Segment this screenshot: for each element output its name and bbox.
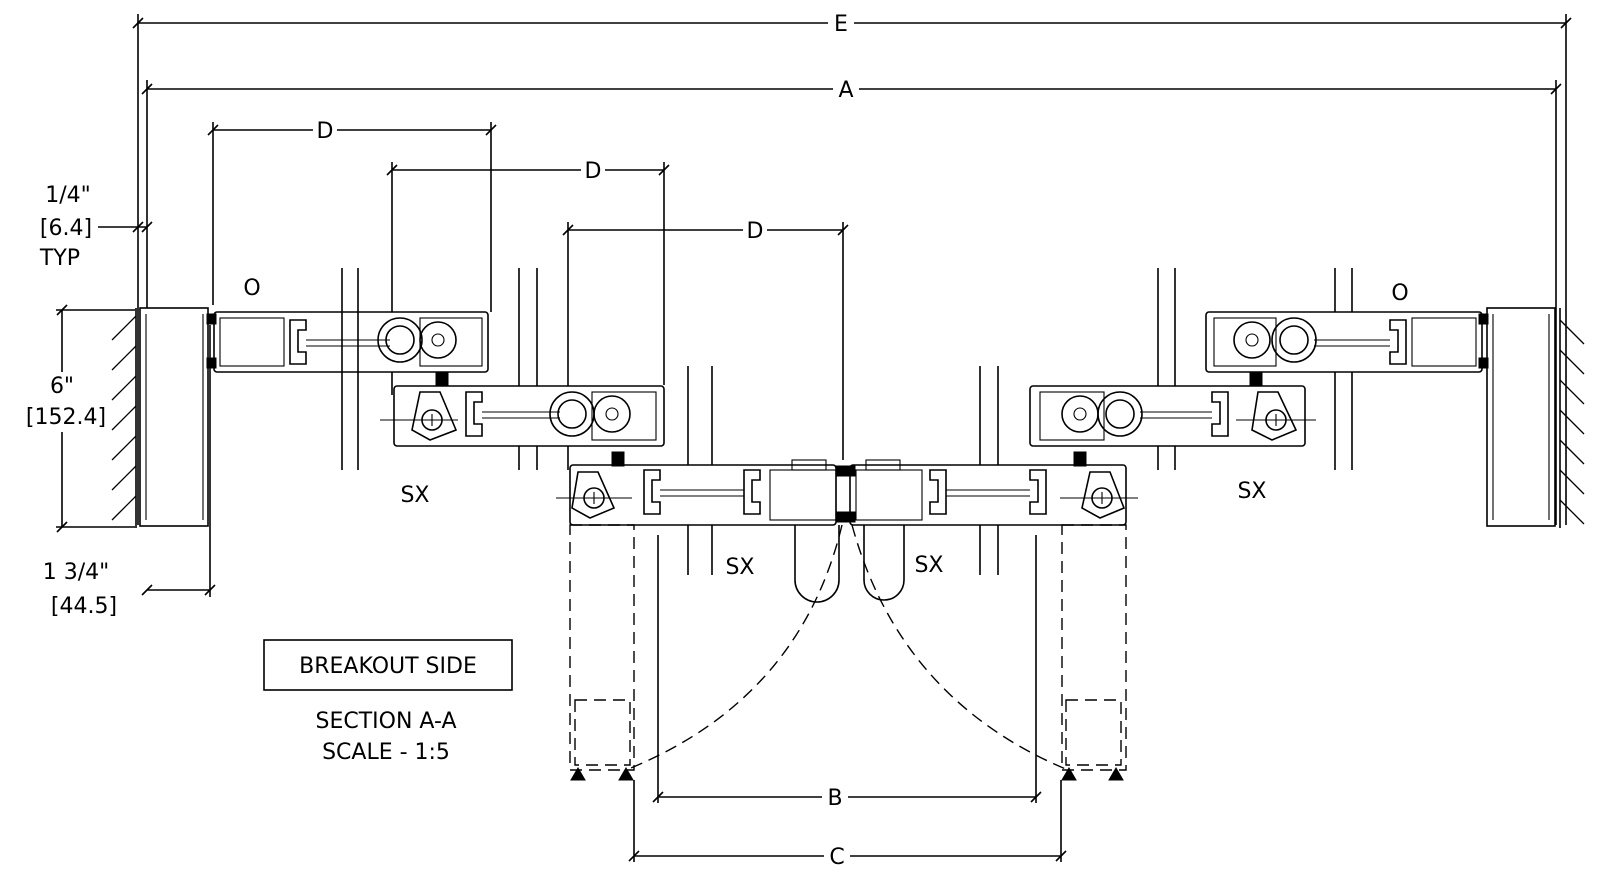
dimension-d-label: D [317,119,334,144]
dimension-e: E [132,11,1572,525]
right-sliding-panel-1 [1029,371,1316,447]
dimension-a-label: A [838,78,853,103]
right-fixed-label: O [1391,281,1408,306]
dimension-c-label: C [829,845,844,870]
dimension-d-label: D [585,159,602,184]
left-sliding-label-2: SX [725,555,754,580]
gap-note-metric: [6.4] [40,216,92,241]
left-fixed-label: O [243,276,260,301]
section-title-text: SECTION A-A [316,709,457,734]
gap-note: 1/4" [6.4] TYP [39,183,153,271]
right-sliding-label-1: SX [1237,479,1266,504]
breakout-side-label: BREAKOUT SIDE [299,654,477,679]
dimension-d-label: D [747,219,764,244]
dimension-d-1: D [207,118,497,312]
stile-dimension: 1 3/4" [44.5] [43,325,216,619]
gap-note-imperial: 1/4" [45,183,91,208]
left-sliding-label-1: SX [400,483,429,508]
door-handles [794,525,905,603]
depth-dimension: 6" [152.4] [22,304,135,533]
dimension-b: B [652,535,1042,811]
breakout-swing [569,524,1127,781]
depth-note-metric: [152.4] [26,405,106,430]
gap-note-typ: TYP [39,246,80,271]
dimension-e-label: E [834,12,848,37]
stile-note-imperial: 1 3/4" [43,560,110,585]
right-sliding-label-2: SX [914,553,943,578]
section-title: SECTION A-A SCALE - 1:5 [316,709,457,765]
dimension-c: C [628,780,1067,870]
right-sliding-panel-2 [844,451,1138,526]
dimension-d-3: D [562,218,849,470]
right-wall [1486,307,1585,528]
dimension-a: A [141,77,1562,525]
section-scale-text: SCALE - 1:5 [322,740,450,765]
depth-note-imperial: 6" [50,374,74,399]
left-wall [111,307,209,528]
right-fixed-panel [1205,311,1489,373]
left-fixed-panel [206,311,489,373]
breakout-side-box: BREAKOUT SIDE [263,639,513,691]
left-sliding-panel-2 [556,451,847,526]
left-sliding-panel-1 [380,371,665,447]
dimension-b-label: B [827,786,842,811]
stile-note-metric: [44.5] [51,594,117,619]
